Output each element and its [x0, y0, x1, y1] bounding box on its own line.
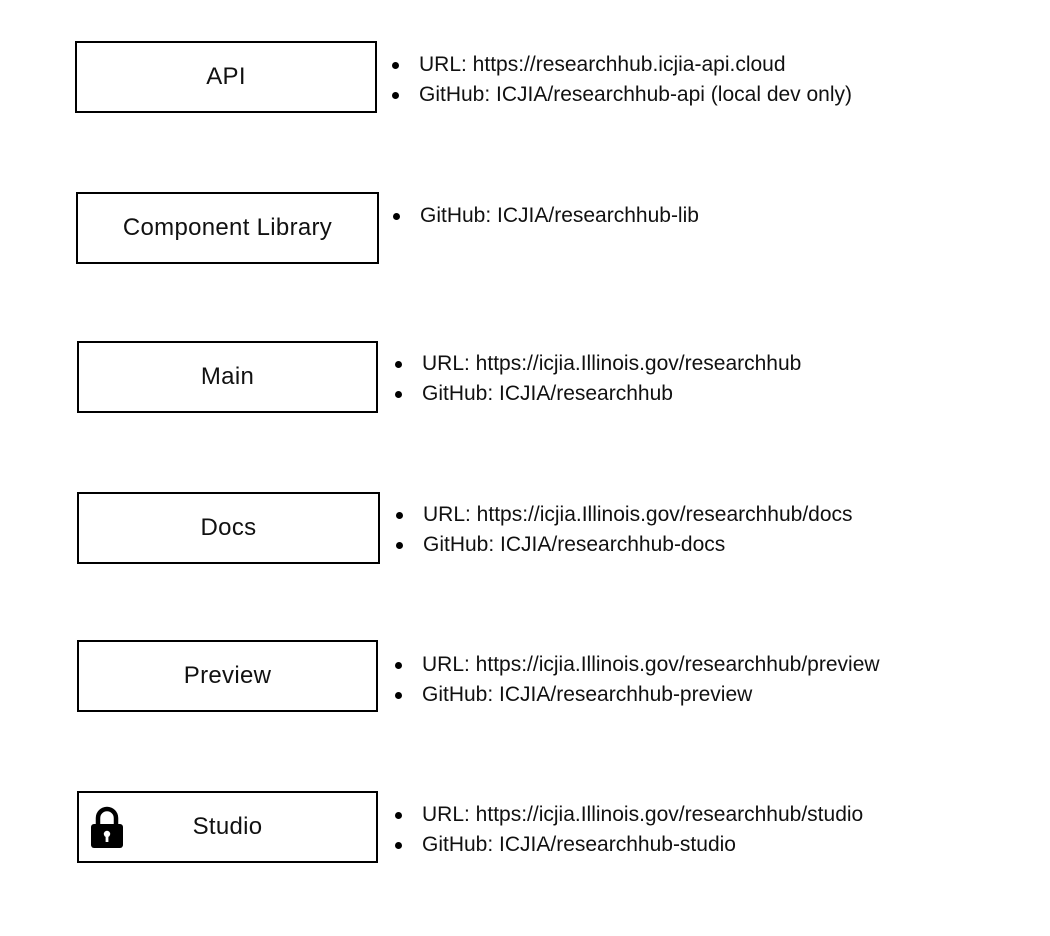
detail-github: GitHub: ICJIA/researchhub-lib [390, 201, 699, 231]
service-box-preview: Preview [77, 640, 378, 712]
service-name: Main [200, 363, 255, 390]
detail-github: GitHub: ICJIA/researchhub-studio [392, 830, 863, 860]
service-details-main: URL: https://icjia.Illinois.gov/research… [392, 349, 801, 409]
service-details-component-library: GitHub: ICJIA/researchhub-lib [390, 201, 699, 231]
service-row-studio: Studio URL: https://icjia.Illinois.gov/r… [0, 791, 1050, 865]
service-row-preview: Preview URL: https://icjia.Illinois.gov/… [0, 640, 1050, 714]
service-row-docs: Docs URL: https://icjia.Illinois.gov/res… [0, 492, 1050, 566]
service-details-preview: URL: https://icjia.Illinois.gov/research… [392, 650, 880, 710]
detail-url: URL: https://icjia.Illinois.gov/research… [393, 500, 853, 530]
detail-github: GitHub: ICJIA/researchhub-docs [393, 530, 853, 560]
service-box-main: Main [77, 341, 378, 413]
lock-icon [91, 806, 123, 848]
detail-url: URL: https://icjia.Illinois.gov/research… [392, 800, 863, 830]
service-details-studio: URL: https://icjia.Illinois.gov/research… [392, 800, 863, 860]
service-name: Studio [192, 813, 263, 840]
detail-url: URL: https://icjia.Illinois.gov/research… [392, 349, 801, 379]
service-box-component-library: Component Library [76, 192, 379, 264]
detail-github: GitHub: ICJIA/researchhub-preview [392, 680, 880, 710]
service-row-component-library: Component Library GitHub: ICJIA/research… [0, 192, 1050, 266]
service-name: API [206, 63, 246, 90]
service-name: Docs [200, 514, 257, 541]
service-name: Component Library [122, 214, 333, 241]
service-details-api: URL: https://researchhub.icjia-api.cloud… [389, 50, 852, 110]
detail-url: URL: https://researchhub.icjia-api.cloud [389, 50, 852, 80]
service-box-docs: Docs [77, 492, 380, 564]
service-details-docs: URL: https://icjia.Illinois.gov/research… [393, 500, 853, 560]
detail-github: GitHub: ICJIA/researchhub [392, 379, 801, 409]
service-row-main: Main URL: https://icjia.Illinois.gov/res… [0, 341, 1050, 415]
service-name: Preview [183, 662, 272, 689]
service-row-api: API URL: https://researchhub.icjia-api.c… [0, 41, 1050, 115]
service-box-api: API [75, 41, 377, 113]
detail-github: GitHub: ICJIA/researchhub-api (local dev… [389, 80, 852, 110]
service-box-studio: Studio [77, 791, 378, 863]
detail-url: URL: https://icjia.Illinois.gov/research… [392, 650, 880, 680]
